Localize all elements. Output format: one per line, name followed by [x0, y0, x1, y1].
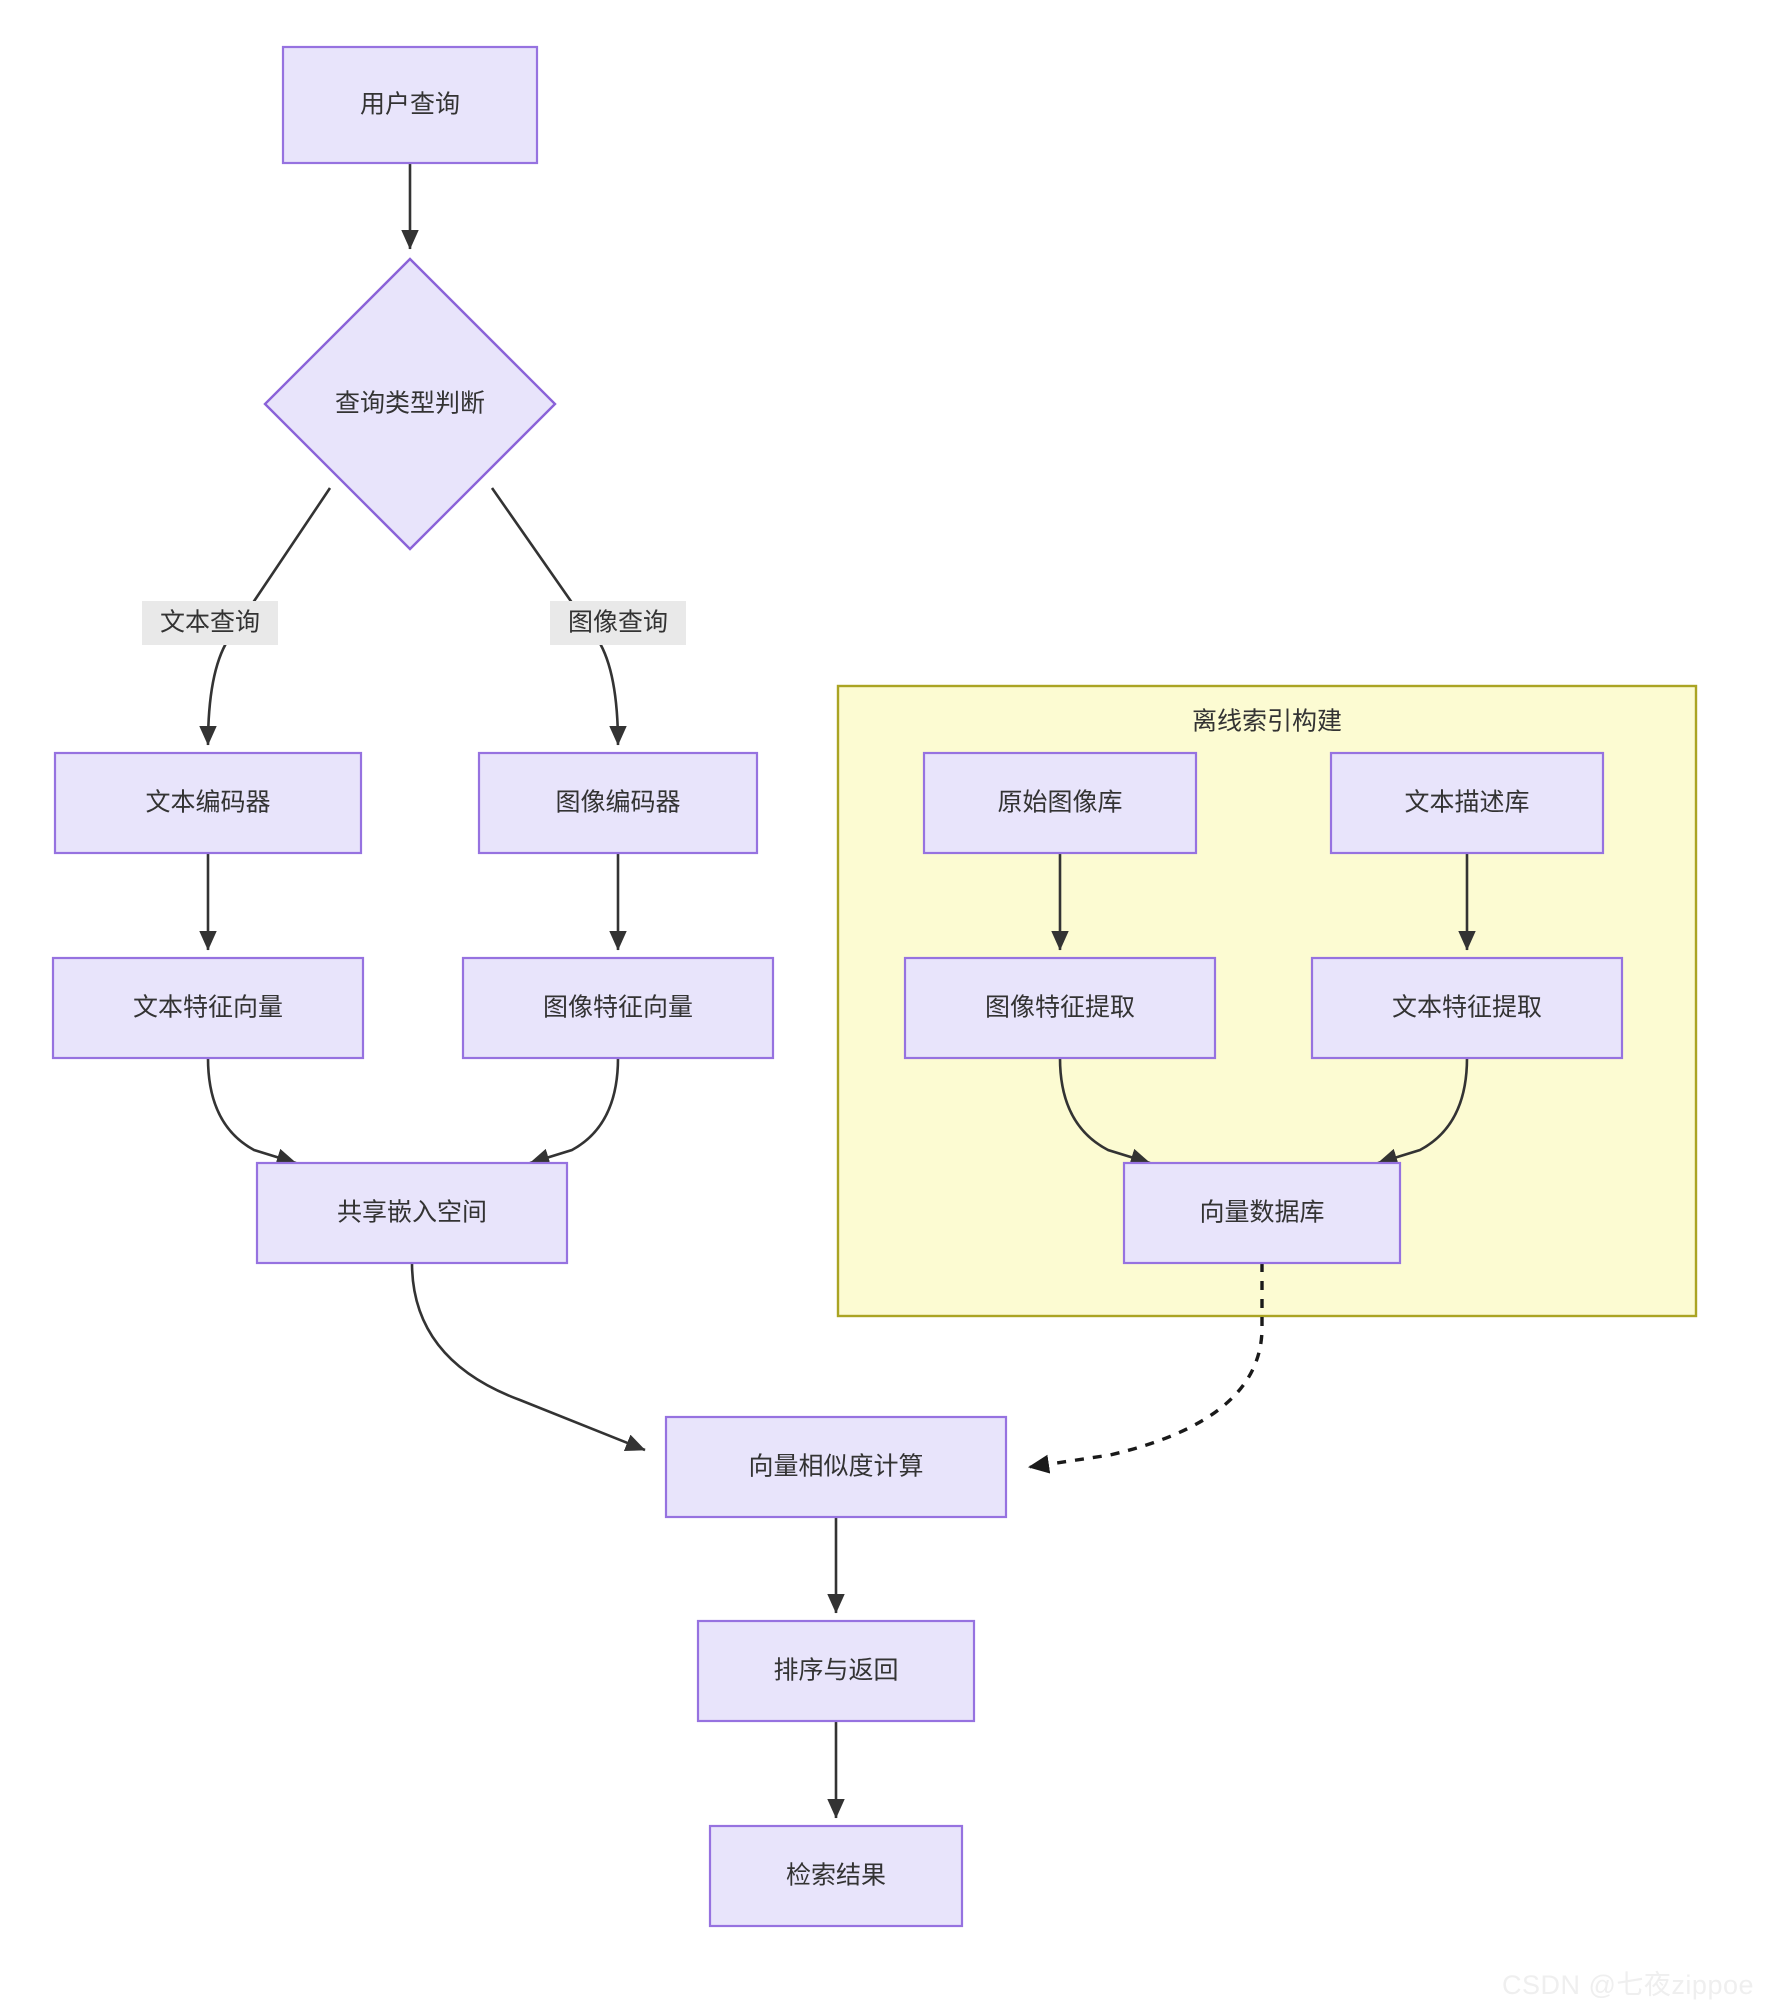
edge-text-vector-to-shared-space [206, 1057, 297, 1166]
edge-label-image-query-text: 图像查询 [568, 609, 668, 637]
edge-text-feat-ext-to-vector-db [1377, 1057, 1469, 1166]
node-text-desc-db-label: 文本描述库 [1404, 789, 1529, 817]
node-query-type-label: 查询类型判断 [335, 390, 485, 418]
node-text-feat-ext[interactable]: 文本特征提取 [1310, 956, 1624, 1060]
node-query-type[interactable]: 查询类型判断 [263, 257, 557, 551]
node-user-query-box[interactable] [281, 45, 539, 165]
node-text-encoder-box[interactable] [53, 751, 363, 855]
node-image-encoder-box[interactable] [477, 751, 759, 855]
node-search-result-box[interactable] [708, 1824, 964, 1928]
edge-shared-space-to-similarity [410, 1262, 646, 1452]
edge-label-image-query-bg [550, 601, 686, 645]
node-text-feat-ext-label: 文本特征提取 [1392, 994, 1542, 1022]
node-image-feat-ext[interactable]: 图像特征提取 [903, 956, 1217, 1060]
node-search-result[interactable]: 检索结果 [708, 1824, 964, 1928]
edge-label-text-query: 文本查询 [142, 601, 278, 645]
node-vector-db-label: 向量数据库 [1199, 1199, 1324, 1227]
csdn-watermark: CSDN @七夜zippoe [1502, 1970, 1754, 2000]
node-shared-space-label: 共享嵌入空间 [337, 1199, 487, 1227]
node-image-feat-ext-box[interactable] [903, 956, 1217, 1060]
node-image-feat-ext-label: 图像特征提取 [985, 994, 1135, 1022]
node-similarity-box[interactable] [664, 1415, 1008, 1519]
edge-label-text-query-text: 文本查询 [160, 609, 260, 637]
node-shared-space-box[interactable] [255, 1161, 569, 1265]
node-image-vector[interactable]: 图像特征向量 [461, 956, 775, 1060]
node-rank-return-box[interactable] [696, 1619, 976, 1723]
node-user-query-label: 用户查询 [360, 91, 460, 119]
node-raw-image-db-label: 原始图像库 [997, 789, 1122, 817]
node-text-vector[interactable]: 文本特征向量 [51, 956, 365, 1060]
node-text-vector-label: 文本特征向量 [133, 994, 283, 1022]
node-raw-image-db-box[interactable] [922, 751, 1198, 855]
node-vector-db[interactable]: 向量数据库 [1122, 1161, 1402, 1265]
node-text-desc-db[interactable]: 文本描述库 [1329, 751, 1605, 855]
node-rank-return-label: 排序与返回 [773, 1657, 898, 1685]
edge-label-text-query-bg [142, 601, 278, 645]
node-text-encoder-label: 文本编码器 [145, 789, 270, 817]
node-image-vector-box[interactable] [461, 956, 775, 1060]
node-query-type-shape[interactable] [263, 257, 557, 551]
edge-image-vector-to-shared-space [529, 1057, 620, 1166]
node-text-desc-db-box[interactable] [1329, 751, 1605, 855]
subgraph-offline-index-title: 离线索引构建 [1192, 708, 1342, 736]
node-image-vector-label: 图像特征向量 [543, 994, 693, 1022]
edge-vector-db-to-similarity [1027, 1263, 1264, 1474]
node-shared-space[interactable]: 共享嵌入空间 [255, 1161, 569, 1265]
edge-image-feat-ext-to-vector-db [1058, 1057, 1151, 1166]
node-similarity[interactable]: 向量相似度计算 [664, 1415, 1008, 1519]
edge-layer [199, 163, 1476, 1819]
node-similarity-label: 向量相似度计算 [748, 1453, 923, 1481]
node-vector-db-box[interactable] [1122, 1161, 1402, 1265]
node-image-encoder-label: 图像编码器 [555, 789, 680, 817]
edge-label-image-query: 图像查询 [550, 601, 686, 645]
node-search-result-label: 检索结果 [786, 1862, 886, 1890]
node-user-query[interactable]: 用户查询 [281, 45, 539, 165]
node-text-vector-box[interactable] [51, 956, 365, 1060]
node-text-feat-ext-box[interactable] [1310, 956, 1624, 1060]
node-rank-return[interactable]: 排序与返回 [696, 1619, 976, 1723]
node-text-encoder[interactable]: 文本编码器 [53, 751, 363, 855]
node-image-encoder[interactable]: 图像编码器 [477, 751, 759, 855]
node-raw-image-db[interactable]: 原始图像库 [922, 751, 1198, 855]
